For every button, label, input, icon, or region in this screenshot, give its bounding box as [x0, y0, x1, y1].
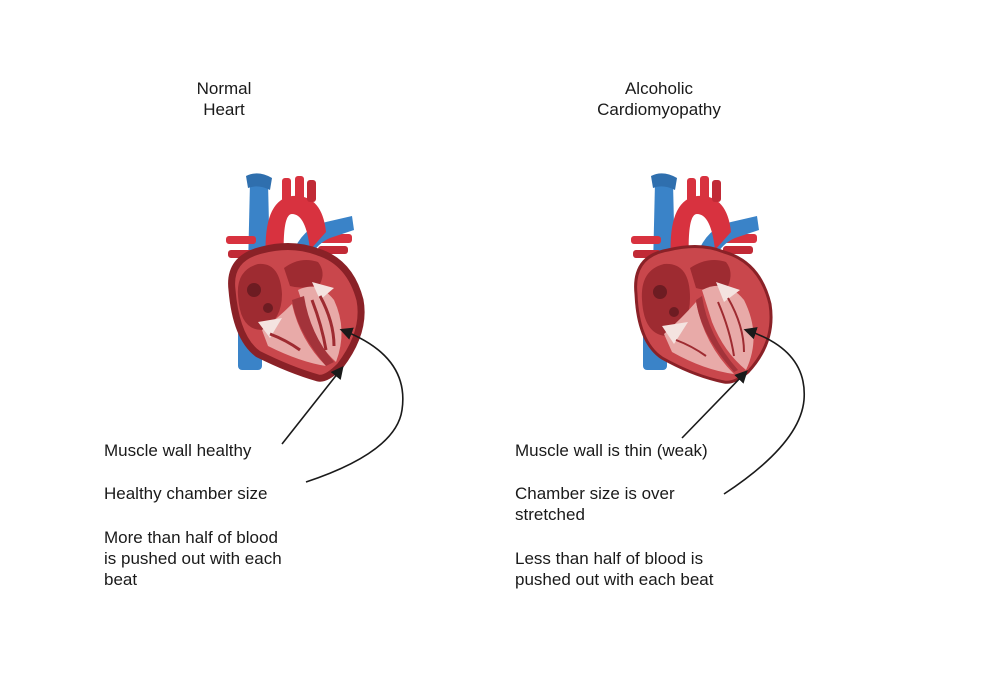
arrow-acm-wall	[681, 370, 748, 439]
caption-acm-wall: Muscle wall is thin (weak)	[515, 441, 708, 460]
title-normal-heart: Normal Heart	[196, 79, 252, 119]
caption-normal-chamber: Healthy chamber size	[104, 484, 268, 503]
caption-acm-blood: Less than half of blood is pushed out wi…	[515, 549, 714, 589]
arrow-normal-wall	[281, 365, 344, 445]
arrow-normal-chamber	[305, 327, 404, 483]
title-alcoholic-cardiomyopathy: Alcoholic Cardiomyopathy	[597, 79, 721, 119]
caption-acm-chamber: Chamber size is over stretched	[515, 484, 675, 524]
normal-heart-illustration	[226, 173, 365, 382]
caption-normal-wall: Muscle wall healthy	[104, 441, 252, 460]
arrow-acm-chamber	[723, 327, 805, 495]
caption-normal-blood: More than half of blood is pushed out wi…	[104, 528, 282, 589]
acm-heart-illustration	[631, 173, 773, 384]
